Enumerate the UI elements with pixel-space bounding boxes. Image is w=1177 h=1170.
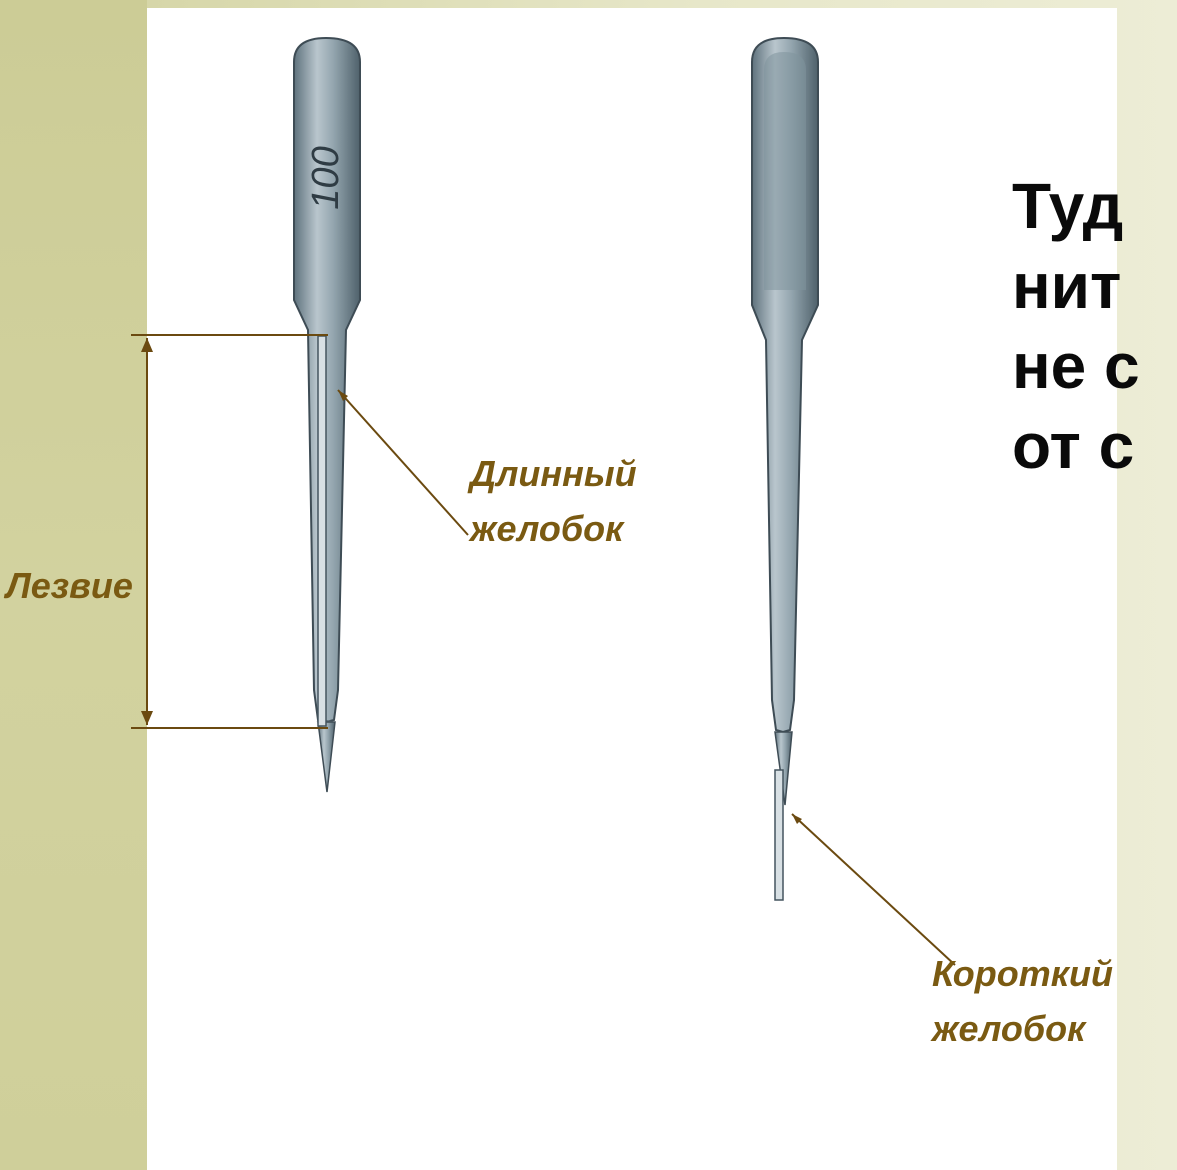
- label-blade: Лезвие: [6, 565, 133, 607]
- leader-long-groove: [338, 390, 468, 535]
- heading-line-2: нит: [1012, 246, 1140, 326]
- label-short-groove-line2: желобок: [932, 1008, 1085, 1050]
- heading-text: Туд нит не с от с: [1012, 166, 1140, 486]
- needle-1-size-marking: 100: [305, 146, 347, 209]
- needle-1-body: [294, 38, 360, 722]
- needle-2-flat-face: [764, 52, 806, 290]
- needle-1-groove: [318, 336, 326, 726]
- blade-dimension: [131, 335, 328, 728]
- needle-short-groove: [752, 38, 818, 900]
- needle-long-groove: 100: [294, 38, 360, 792]
- heading-line-3: не с: [1012, 326, 1140, 406]
- leader-short-groove: [792, 814, 955, 965]
- label-long-groove-line2: желобок: [470, 508, 623, 550]
- label-long-groove-line1: Длинный: [470, 453, 637, 495]
- needle-2-groove: [775, 770, 783, 900]
- heading-line-1: Туд: [1012, 166, 1140, 246]
- label-short-groove-line1: Короткий: [932, 953, 1113, 995]
- heading-line-4: от с: [1012, 406, 1140, 486]
